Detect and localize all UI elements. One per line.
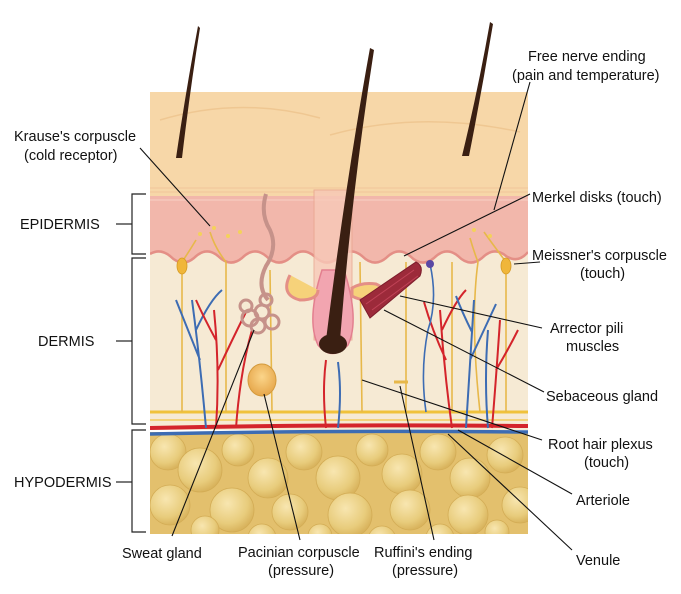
root-plexus-label-1: Root hair plexus xyxy=(548,437,653,453)
merkel-disk xyxy=(426,260,434,268)
root-plexus-label-2: (touch) xyxy=(584,455,629,471)
free-nerve-label-2: (pain and temperature) xyxy=(512,68,660,84)
venule-label: Venule xyxy=(576,553,620,569)
pacinian-corpuscle-shape xyxy=(248,364,276,396)
meissner-label-1: Meissner's corpuscle xyxy=(532,248,667,264)
arrector-label-2: muscles xyxy=(566,339,619,355)
pacinian-label-1: Pacinian corpuscle xyxy=(238,545,360,561)
arrector-label-1: Arrector pili xyxy=(550,321,623,337)
free-nerve-label-1: Free nerve ending xyxy=(528,49,646,65)
ruffini-label-2: (pressure) xyxy=(392,563,458,579)
krause-label-1: Krause's corpuscle xyxy=(14,129,136,145)
krause-label-2: (cold receptor) xyxy=(24,148,117,164)
ruffini-label-1: Ruffini's ending xyxy=(374,545,472,561)
merkel-label: Merkel disks (touch) xyxy=(532,190,662,206)
dermis-label: DERMIS xyxy=(38,334,94,350)
hypodermis-label: HYPODERMIS xyxy=(14,475,112,491)
arteriole-label: Arteriole xyxy=(576,493,630,509)
sebaceous-label: Sebaceous gland xyxy=(546,389,658,405)
epidermis-label: EPIDERMIS xyxy=(20,217,100,233)
pacinian-label-2: (pressure) xyxy=(268,563,334,579)
sweat-gland-label: Sweat gland xyxy=(122,546,202,562)
meissner-label-2: (touch) xyxy=(580,266,625,282)
layer-brackets xyxy=(116,194,146,532)
